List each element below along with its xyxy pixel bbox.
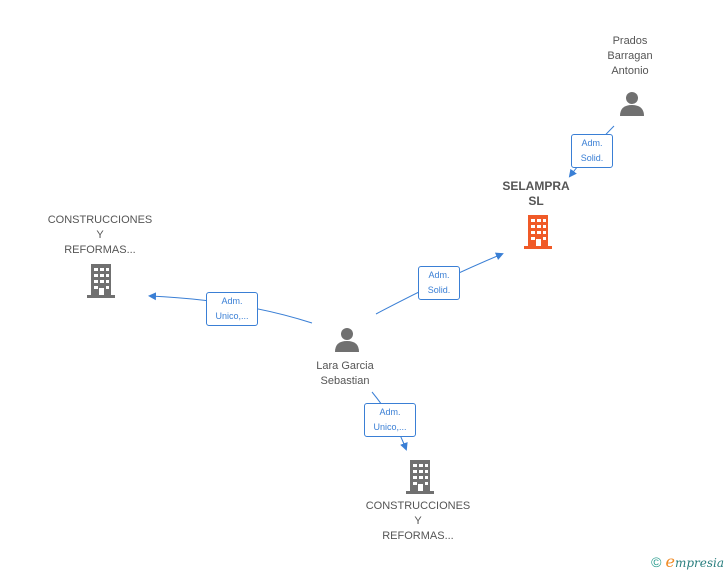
node-label-line: Sebastian (320, 375, 370, 387)
node-label-construcciones-bottom[interactable]: CONSTRUCCIONES Y REFORMAS... (358, 499, 478, 544)
brand-logo: empresia (665, 552, 724, 571)
node-label-line: Barragan (607, 50, 653, 62)
edge-label-lara-selampra[interactable]: Adm. Solid. (418, 266, 460, 300)
edge-label-line: Adm. (221, 296, 243, 306)
edge-label-line: Solid. (580, 153, 604, 163)
node-label-prados[interactable]: Prados Barragan Antonio (590, 34, 670, 79)
node-label-line: REFORMAS... (382, 530, 454, 542)
node-label-line: CONSTRUCCIONES (365, 500, 471, 512)
node-label-selampra[interactable]: SELAMPRA SL (496, 179, 576, 209)
building-icon-selampra[interactable] (522, 215, 554, 249)
person-icon-prados[interactable] (618, 89, 646, 117)
edge-label-line: Unico,... (215, 311, 249, 321)
node-label-line: CONSTRUCCIONES (47, 214, 153, 226)
edge-label-line: Adm. (581, 138, 603, 148)
brand-rest: mpresia (674, 556, 724, 570)
node-label-line: Y (414, 515, 422, 527)
edge-label-prados-selampra[interactable]: Adm. Solid. (571, 134, 613, 168)
node-label-line: Prados (612, 35, 648, 47)
edge-label-lara-construcciones-left[interactable]: Adm. Unico,... (206, 292, 258, 326)
person-icon-lara[interactable] (333, 325, 361, 353)
node-label-line: REFORMAS... (64, 244, 136, 256)
edge-label-line: Solid. (427, 285, 451, 295)
node-label-line: SL (528, 194, 544, 208)
node-label-construcciones-left[interactable]: CONSTRUCCIONES Y REFORMAS... (40, 213, 160, 258)
brand-initial: e (665, 552, 675, 571)
edge-label-lara-construcciones-bottom[interactable]: Adm. Unico,... (364, 403, 416, 437)
node-label-line: Antonio (611, 65, 649, 77)
node-label-line: Lara Garcia (316, 360, 374, 372)
node-label-lara[interactable]: Lara Garcia Sebastian (300, 359, 390, 389)
edge-label-line: Unico,... (373, 422, 407, 432)
edge-label-line: Adm. (379, 407, 401, 417)
node-label-line: SELAMPRA (502, 179, 570, 193)
building-icon-construcciones-bottom[interactable] (404, 460, 436, 494)
footer-brand: © empresia (651, 552, 724, 571)
copyright-icon: © (651, 553, 662, 570)
edge-label-line: Adm. (428, 270, 450, 280)
building-icon-construcciones-left[interactable] (85, 264, 117, 298)
node-label-line: Y (96, 229, 104, 241)
